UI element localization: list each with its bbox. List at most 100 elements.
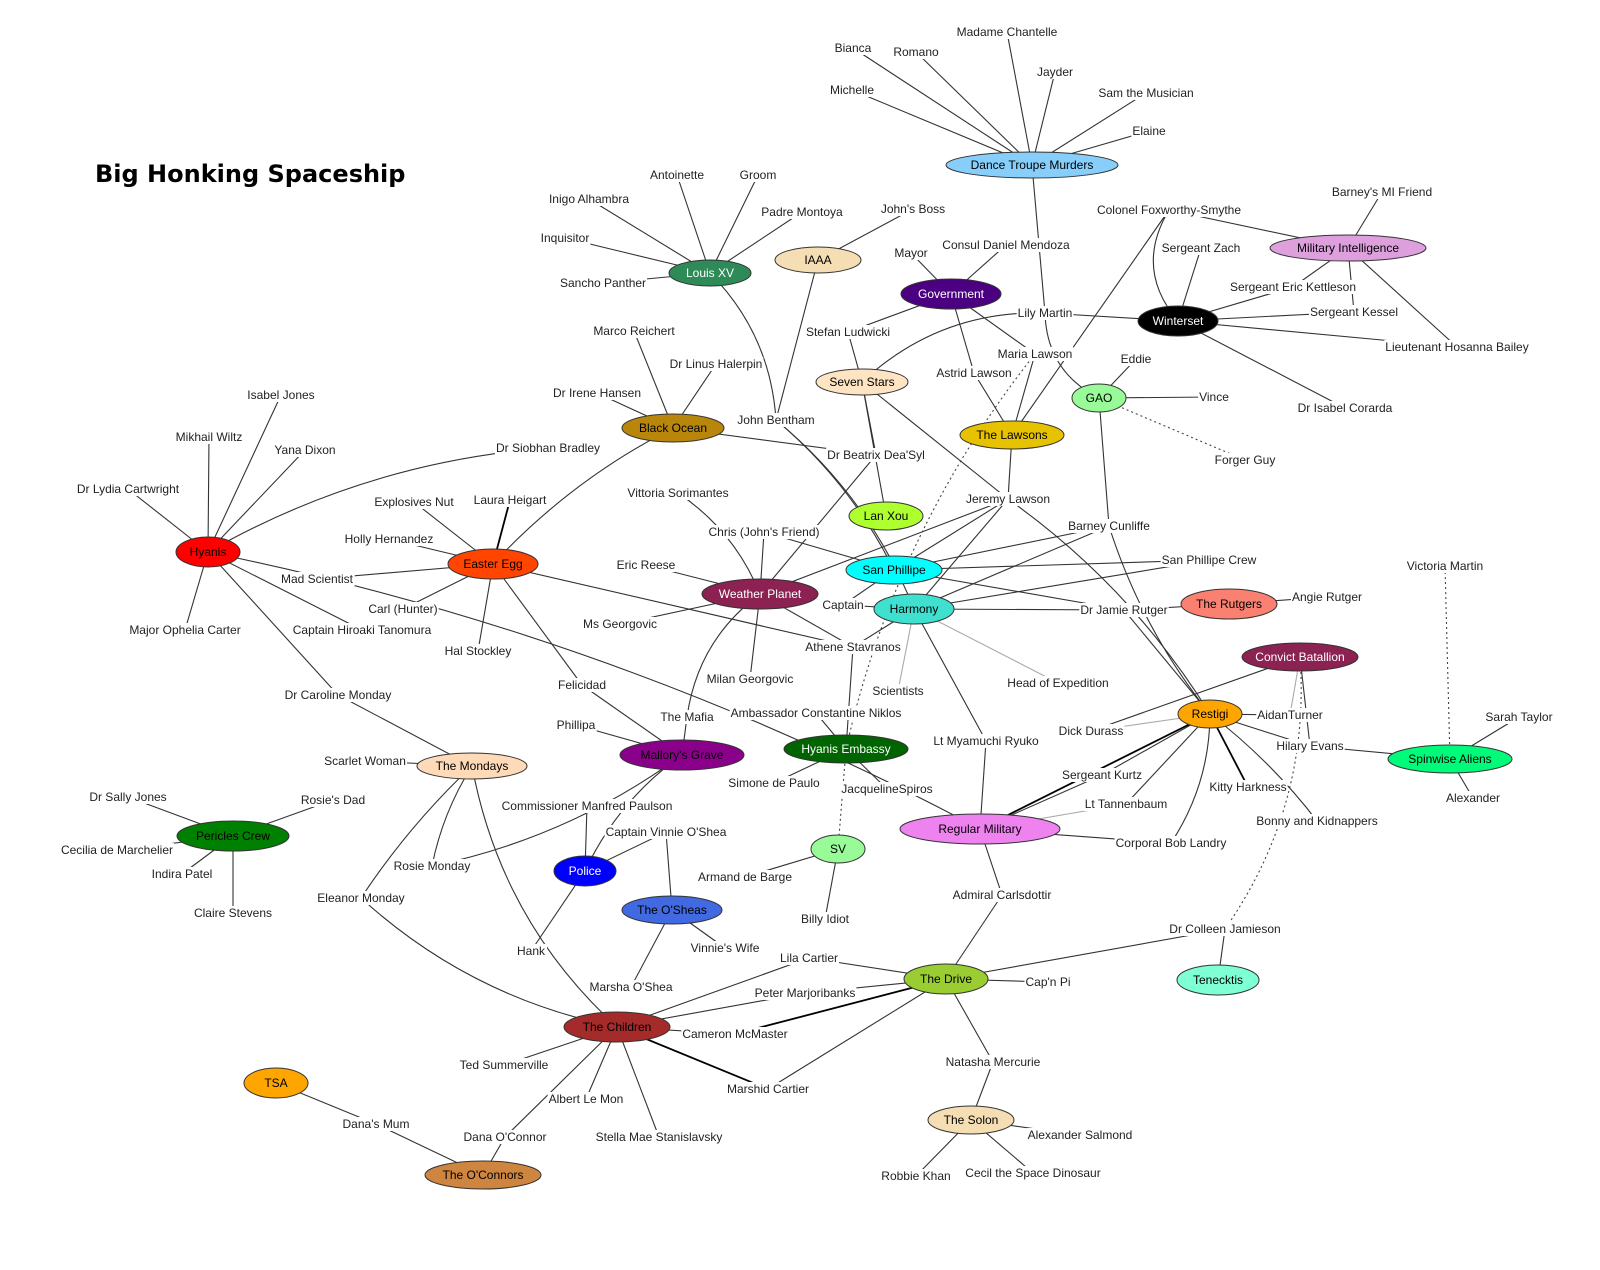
group-node-blackocean[interactable]: Black Ocean [621,413,725,443]
edge [1347,247,1458,348]
group-label: The Mondays [436,759,509,773]
person-label-background [556,678,608,692]
group-label: Winterset [1153,314,1204,328]
edge [945,928,1226,980]
group-ellipse [668,259,752,287]
edge [1090,656,1301,732]
person-label: Billy Idiot [801,912,850,926]
group-node-lawsons[interactable]: The Lawsons [959,420,1065,450]
group-node-sanphillipe[interactable]: San Phillipe [845,555,943,585]
edge [759,454,877,595]
person-label: John's Boss [881,202,945,216]
edge [1170,713,1211,844]
group-node-pericles[interactable]: Pericles Crew [176,820,290,852]
group-node-rutgers[interactable]: The Rutgers [1180,588,1278,620]
person-label: Head of Expedition [1007,676,1108,690]
group-node-convict[interactable]: Convict Batallion [1241,642,1359,672]
group-node-spinwise[interactable]: Spinwise Aliens [1387,744,1513,774]
group-node-tsa[interactable]: TSA [243,1067,309,1099]
person-label: Madame Chantelle [957,25,1058,39]
person-label: Claire Stevens [194,906,272,920]
person-label: Yana Dixon [274,443,335,457]
person-label-background [964,492,1052,506]
person-label-background [696,870,794,884]
group-node-dtm[interactable]: Dance Troupe Murders [945,151,1119,179]
person-label-background [192,906,274,920]
person-label-background [689,941,761,955]
edge [588,198,711,274]
person-label: Inquisitor [541,231,590,245]
group-node-solon[interactable]: The Solon [927,1105,1015,1135]
edge [431,754,683,867]
person-label-background [941,238,1072,252]
person-label: Eleanor Monday [317,891,404,905]
group-node-drive[interactable]: The Drive [903,963,989,995]
group-node-embassy[interactable]: Hyanis Embassy [783,734,909,764]
group-node-seven[interactable]: Seven Stars [815,368,909,396]
person-label: Cameron McMaster [682,1027,787,1041]
group-label: TSA [264,1076,287,1090]
group-ellipse [563,1011,671,1043]
group-node-easteregg[interactable]: Easter Egg [447,548,539,580]
person-label: Elaine [1132,124,1166,138]
person-label-background [821,598,865,612]
person-label-background [343,532,435,546]
edge [837,748,847,850]
person-label-background [291,623,433,637]
group-node-mi[interactable]: Military Intelligence [1269,234,1427,262]
group-node-osheas[interactable]: The O'Sheas [621,895,723,925]
group-ellipse [701,578,819,610]
person-label-background [826,448,926,462]
person-label: Hank [517,944,546,958]
group-node-regular[interactable]: Regular Military [899,813,1061,845]
person-label-background [555,718,597,732]
group-node-children[interactable]: The Children [563,1011,671,1043]
edge [686,593,761,718]
person-label: Natasha Mercurie [946,1055,1041,1069]
person-label: Dr Sally Jones [89,790,166,804]
group-ellipse [903,963,989,995]
person-label: Dr Siobhan Bradley [496,441,600,455]
group-ellipse [447,548,539,580]
group-node-oconnors[interactable]: The O'Connors [424,1160,542,1190]
group-node-weather[interactable]: Weather Planet [701,578,819,610]
group-node-gao[interactable]: GAO [1071,383,1127,413]
person-label: Chris (John's Friend) [709,525,820,539]
person-label: Simone de Paulo [728,776,820,790]
person-label-background [1160,241,1242,255]
person-label: Barney's MI Friend [1332,185,1432,199]
group-node-lanxou[interactable]: Lan Xou [848,501,924,531]
person-label: JacquelineSpiros [841,782,932,796]
person-label: Eric Reese [617,558,676,572]
group-node-sv[interactable]: SV [810,834,866,864]
group-label: Convict Batallion [1255,650,1344,664]
person-label-background [299,793,367,807]
group-label: Dance Troupe Murders [971,158,1094,172]
person-label: Groom [740,168,777,182]
group-node-hyanis[interactable]: Hyanis [175,536,241,568]
group-ellipse [621,413,725,443]
person-label: Peter Marjoribanks [755,986,856,1000]
edge [775,259,819,421]
group-label: Spinwise Aliens [1408,752,1491,766]
person-label-background [373,495,456,509]
group-node-mallory[interactable]: Mallory's Grave [619,739,745,771]
group-node-restigi[interactable]: Restigi [1177,699,1243,729]
person-label: Cecilia de Marchelier [61,843,173,857]
group-node-police[interactable]: Police [553,855,617,887]
person-label-background [932,734,1041,748]
group-node-louis[interactable]: Louis XV [668,259,752,287]
group-node-gov[interactable]: Government [900,278,1002,310]
person-label: Antoinette [650,168,704,182]
group-node-mondays[interactable]: The Mondays [416,752,528,780]
person-label: Major Ophelia Carter [129,623,240,637]
edge [845,646,854,750]
group-node-winterset[interactable]: Winterset [1137,305,1219,337]
group-node-harmony[interactable]: Harmony [873,593,955,625]
person-label: Marco Reichert [593,324,675,338]
group-ellipse [553,855,617,887]
group-node-iaaa[interactable]: IAAA [774,246,862,274]
group-node-tenecktis[interactable]: Tenecktis [1176,964,1260,996]
